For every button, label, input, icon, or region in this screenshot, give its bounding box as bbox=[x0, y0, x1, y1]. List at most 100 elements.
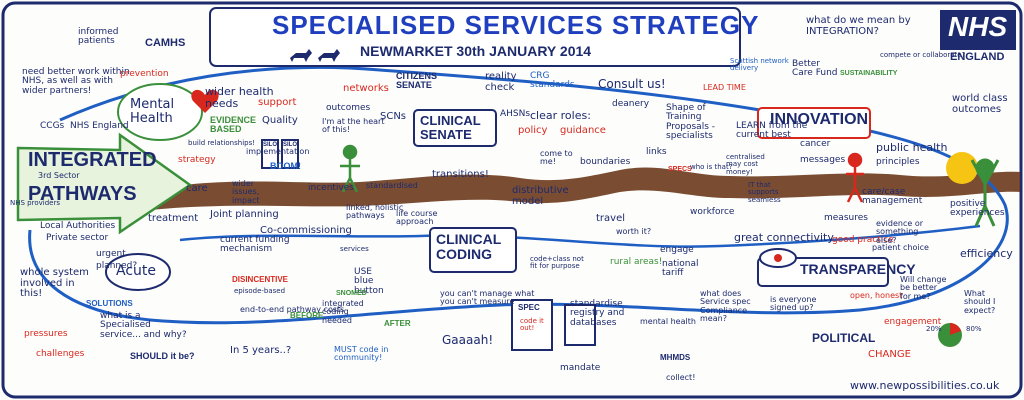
national-tariff: national tariff bbox=[662, 259, 699, 279]
principles: principles bbox=[876, 157, 920, 167]
private-sector: Private sector bbox=[46, 233, 109, 243]
innovation: INNOVATION bbox=[770, 111, 869, 128]
boom: BOOM! bbox=[270, 161, 301, 171]
who-is-that: who is that? bbox=[690, 163, 733, 171]
engagement: engagement bbox=[884, 317, 942, 327]
pie-chart-20-80 bbox=[938, 323, 962, 347]
wider-health-needs: wider health needs bbox=[205, 85, 274, 110]
support: support bbox=[258, 97, 297, 108]
clear-roles: clear roles: bbox=[530, 109, 591, 122]
scns: SCNs bbox=[380, 111, 407, 122]
efficiency: efficiency bbox=[960, 247, 1013, 260]
it-supports: IT that supports seamless bbox=[748, 181, 781, 204]
integrated-arrow bbox=[16, 132, 193, 235]
ccgs: CCGs bbox=[40, 121, 65, 131]
end-to-end: end-to-end pathway costs bbox=[240, 305, 345, 314]
scottish-network: Scottish network delivery bbox=[730, 57, 789, 73]
quality: Quality bbox=[262, 115, 298, 126]
rural-areas: rural areas! bbox=[610, 257, 663, 267]
informed-patients: informed patients bbox=[78, 27, 119, 47]
transitions: transitions! bbox=[432, 169, 489, 180]
spec-compliance: what does Service spec Compliance mean? bbox=[700, 289, 751, 324]
nhs-logo: NHS bbox=[948, 11, 1008, 42]
brown-track bbox=[150, 167, 1020, 210]
lead-time: LEAD TIME bbox=[703, 83, 746, 92]
code-it-out: code it out! bbox=[520, 317, 544, 333]
in-5-years: In 5 years..? bbox=[230, 345, 292, 356]
blue-swirl bbox=[28, 65, 1009, 325]
spec: SPEC bbox=[518, 303, 540, 312]
guidance: guidance bbox=[560, 125, 606, 136]
great-connectivity: great connectivity bbox=[734, 231, 834, 244]
need-better-work: need better work within NHS, as well as … bbox=[22, 67, 130, 96]
mhmds: MHMDS bbox=[660, 353, 691, 362]
wider-issues: wider issues, impact bbox=[232, 179, 260, 205]
planned: planned? bbox=[96, 261, 138, 271]
eye-drawing bbox=[759, 248, 797, 268]
integrated-coding: integrated coding needed bbox=[322, 299, 364, 325]
patient-choice: patient choice bbox=[872, 243, 929, 252]
urgent: urgent bbox=[96, 249, 126, 259]
public-health: public health bbox=[876, 141, 948, 154]
heart-drawing bbox=[191, 89, 219, 113]
what-should-expect: What should I expect? bbox=[964, 289, 996, 315]
positive-experiences: positive experiences bbox=[950, 199, 1005, 219]
after: AFTER bbox=[384, 319, 411, 328]
care: care bbox=[186, 183, 208, 194]
standardise-registry: standardise registry and databases bbox=[570, 299, 625, 328]
compete-or-collaborate: compete or collaborate? bbox=[880, 51, 966, 59]
collect: collect! bbox=[666, 373, 696, 382]
boundaries: boundaries bbox=[580, 157, 631, 167]
better-care-fund: Better Care Fund bbox=[792, 59, 838, 79]
build-relationships: build relationships! bbox=[188, 139, 256, 147]
mental-health-bubble bbox=[117, 83, 203, 141]
deanery: deanery bbox=[612, 99, 650, 109]
green-person bbox=[340, 144, 360, 193]
solutions: SOLUTIONS bbox=[86, 299, 133, 308]
care-management: care/case management bbox=[862, 187, 923, 207]
co-commissioning: Co-commissioning bbox=[260, 225, 352, 236]
linked-holistic: linked, holistic pathways bbox=[346, 203, 404, 221]
episode-based: episode-based bbox=[234, 287, 286, 295]
pathways-heading: PATHWAYS bbox=[28, 183, 137, 205]
current-funding: current funding mechanism bbox=[220, 235, 290, 255]
reality-check: reality check bbox=[485, 71, 517, 93]
networks: networks bbox=[343, 83, 389, 94]
clinical-senate: CLINICAL SENATE bbox=[420, 113, 481, 142]
life-course: life course approach bbox=[396, 209, 438, 227]
challenges: challenges bbox=[36, 349, 85, 359]
silo-drawings bbox=[261, 139, 299, 169]
local-authorities: Local Authorities bbox=[40, 221, 116, 231]
good-practice: good practice bbox=[832, 235, 894, 245]
joint-planning: Joint planning bbox=[210, 209, 279, 220]
clinical-coding: CLINICAL CODING bbox=[436, 231, 502, 262]
disincentive: DISINCENTIVE bbox=[232, 275, 289, 284]
nhs-england-small: NHS England bbox=[70, 121, 129, 131]
sustainability: SUSTAINABILITY bbox=[840, 70, 898, 77]
percent-20: 20% bbox=[926, 325, 942, 333]
specs: SPECS bbox=[668, 166, 692, 173]
implementation: implementation bbox=[246, 147, 310, 156]
policy: policy bbox=[518, 125, 548, 136]
distributive-model: distributive model bbox=[512, 185, 569, 207]
red-figure bbox=[846, 152, 864, 203]
before: BEFORE bbox=[290, 311, 324, 320]
percent-80: 80% bbox=[966, 325, 982, 333]
engage: engage bbox=[660, 245, 694, 255]
page-subtitle: NEWMARKET 30th JANUARY 2014 bbox=[360, 43, 592, 59]
worth-it: worth it? bbox=[616, 227, 652, 236]
travel: travel bbox=[596, 213, 626, 224]
evidence-based: EVIDENCE BASED bbox=[210, 115, 257, 135]
snomed: SNOMED bbox=[336, 290, 367, 297]
ahsns: AHSNs bbox=[500, 109, 531, 119]
nhs-providers: NHS providers bbox=[10, 199, 60, 207]
will-change: Will change be better for me? bbox=[900, 275, 947, 301]
cancer: cancer bbox=[800, 139, 831, 149]
acute: Acute bbox=[116, 263, 157, 279]
integrated-heading: INTEGRATED bbox=[28, 149, 157, 171]
treatment: treatment bbox=[148, 213, 199, 224]
title-banner bbox=[209, 7, 741, 67]
spec-documents bbox=[511, 299, 596, 351]
